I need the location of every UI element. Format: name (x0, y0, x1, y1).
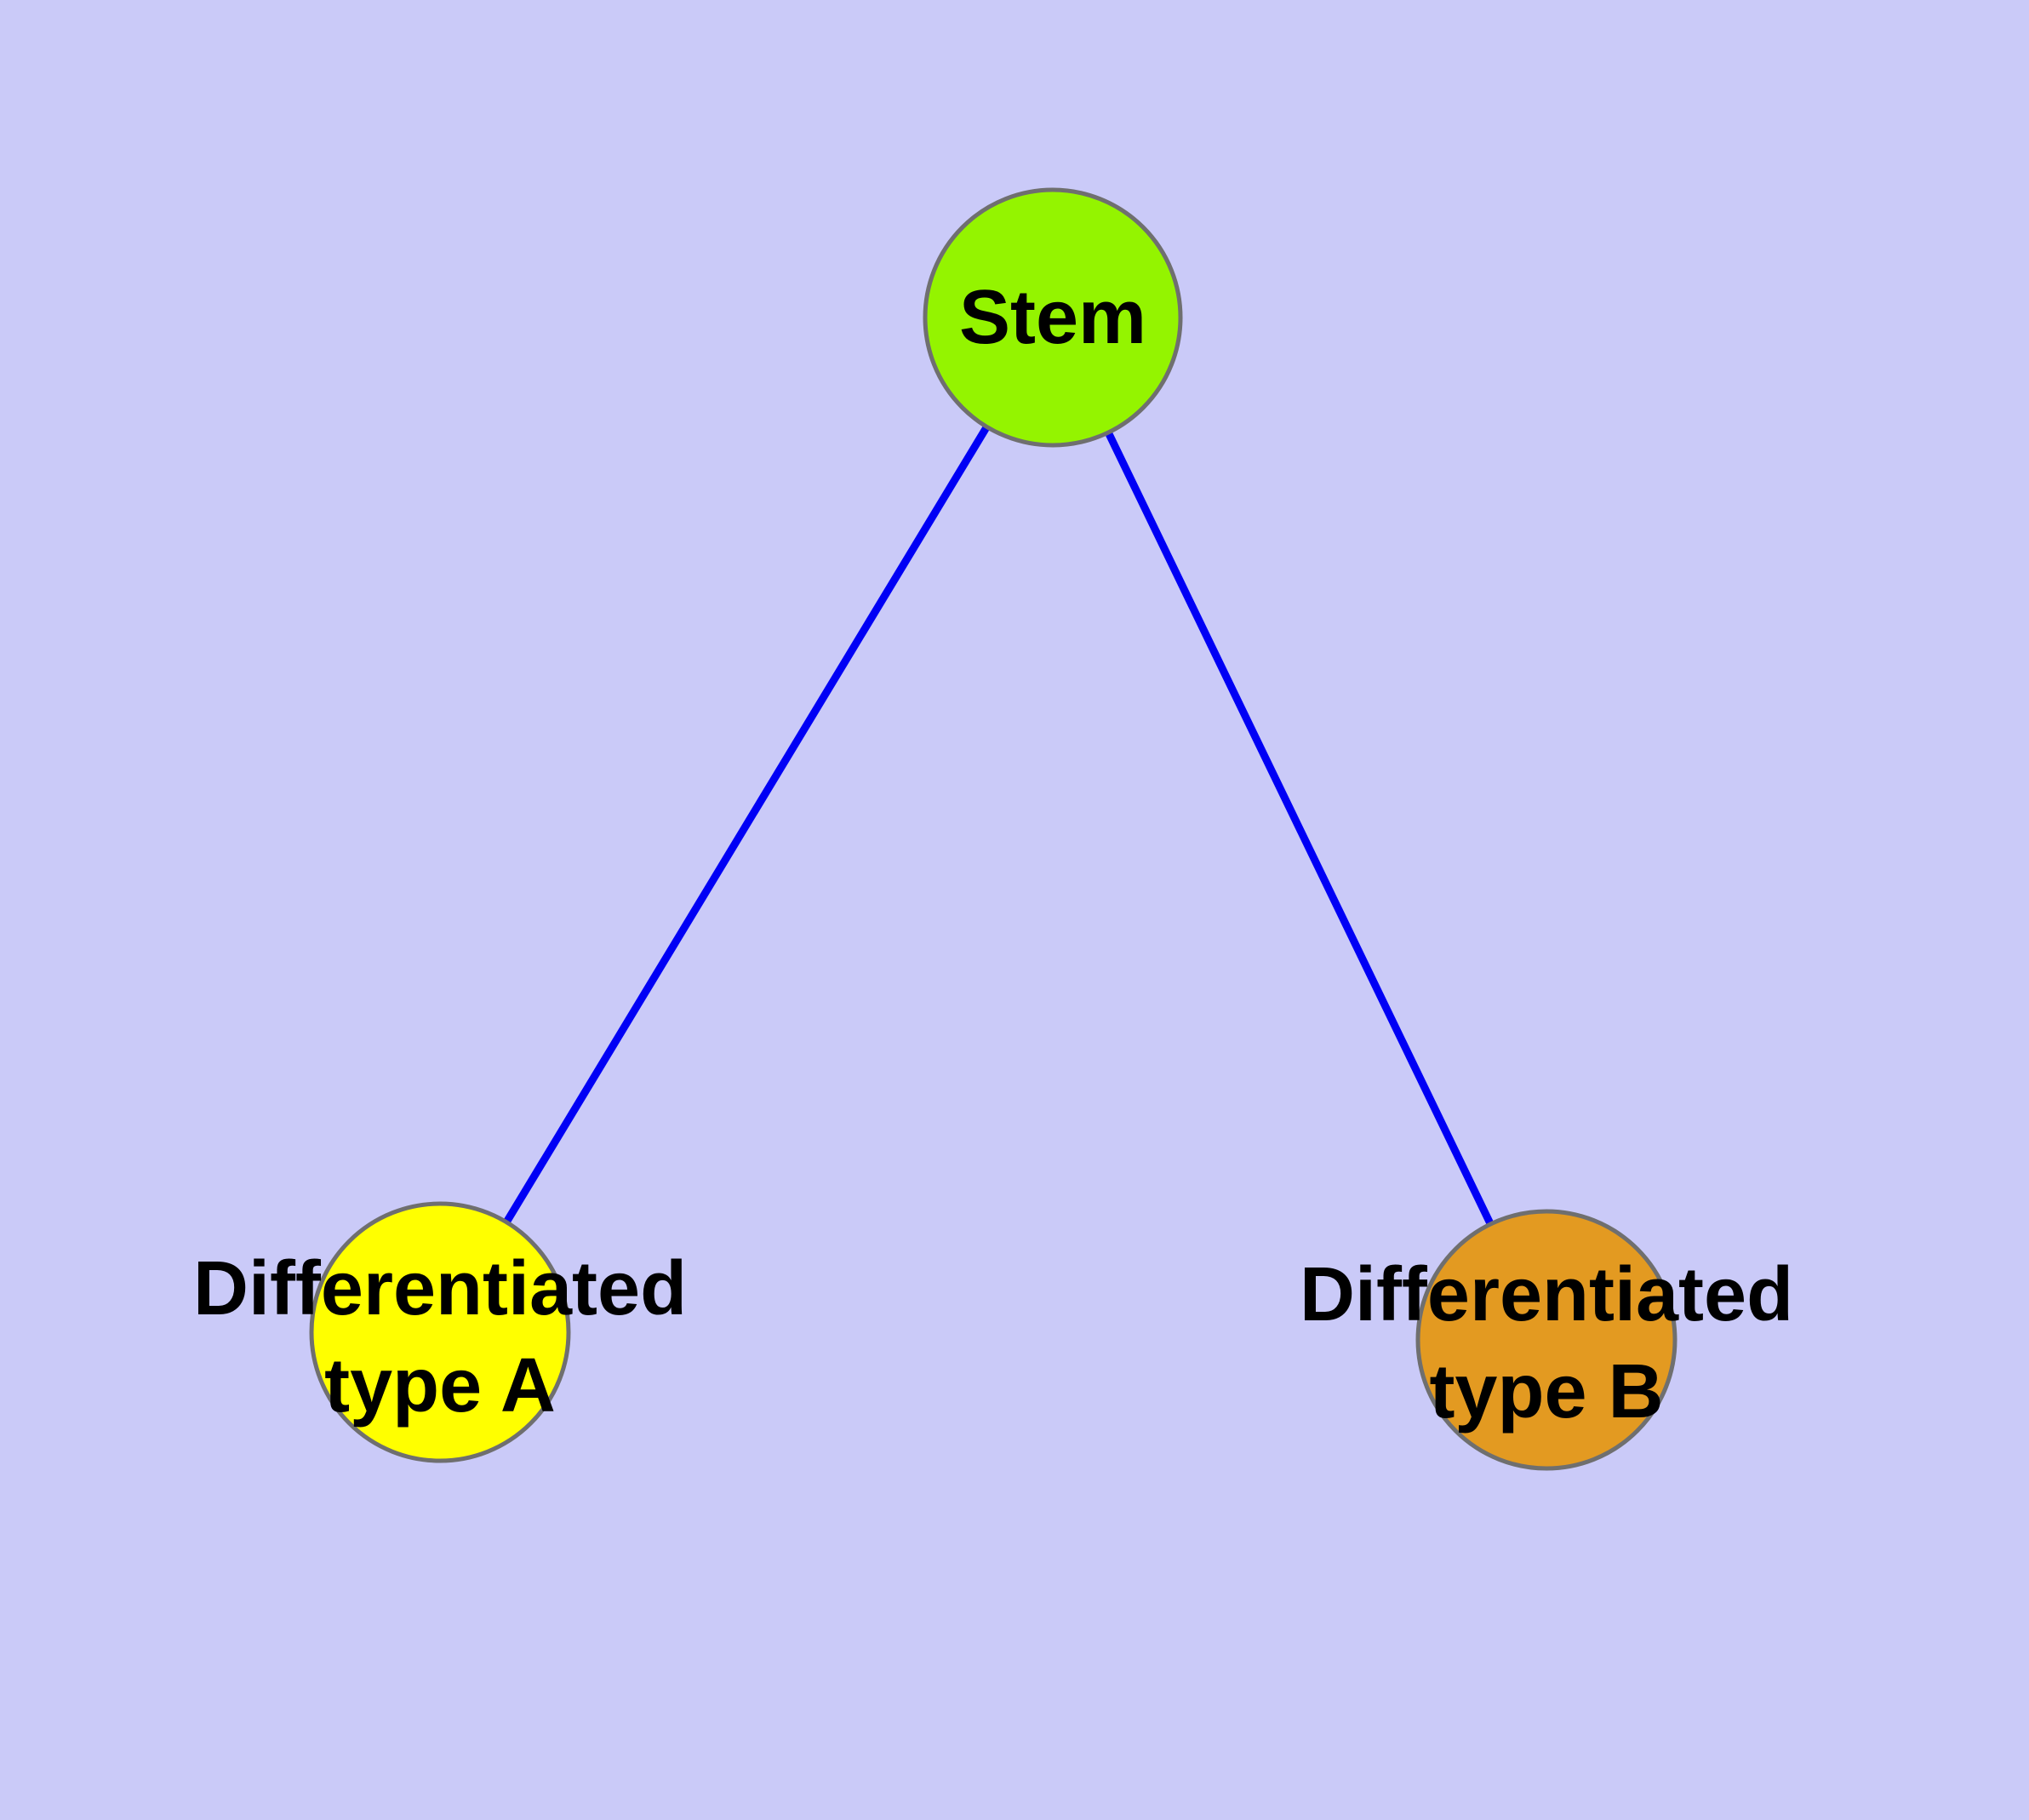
node-differentiated-type-b-label: Differentiated type B (1300, 1246, 1793, 1440)
node-stem-label: Stem (959, 269, 1146, 366)
node-differentiated-type-b (1415, 1209, 1677, 1471)
node-differentiated-type-a (309, 1201, 571, 1463)
edge-stem-to-type-a (437, 315, 1056, 1335)
node-stem-label-text: Stem (958, 275, 1147, 360)
node-stem (923, 187, 1183, 448)
node-type-a-label-line2: type A (324, 1343, 556, 1428)
node-type-b-label-line2: type B (1429, 1349, 1664, 1434)
node-type-a-label-line1: Differentiated (192, 1246, 688, 1331)
node-differentiated-type-a-label: Differentiated type A (193, 1240, 687, 1434)
node-type-b-label-line1: Differentiated (1299, 1252, 1794, 1337)
edge-stem-to-type-b (1049, 316, 1551, 1342)
